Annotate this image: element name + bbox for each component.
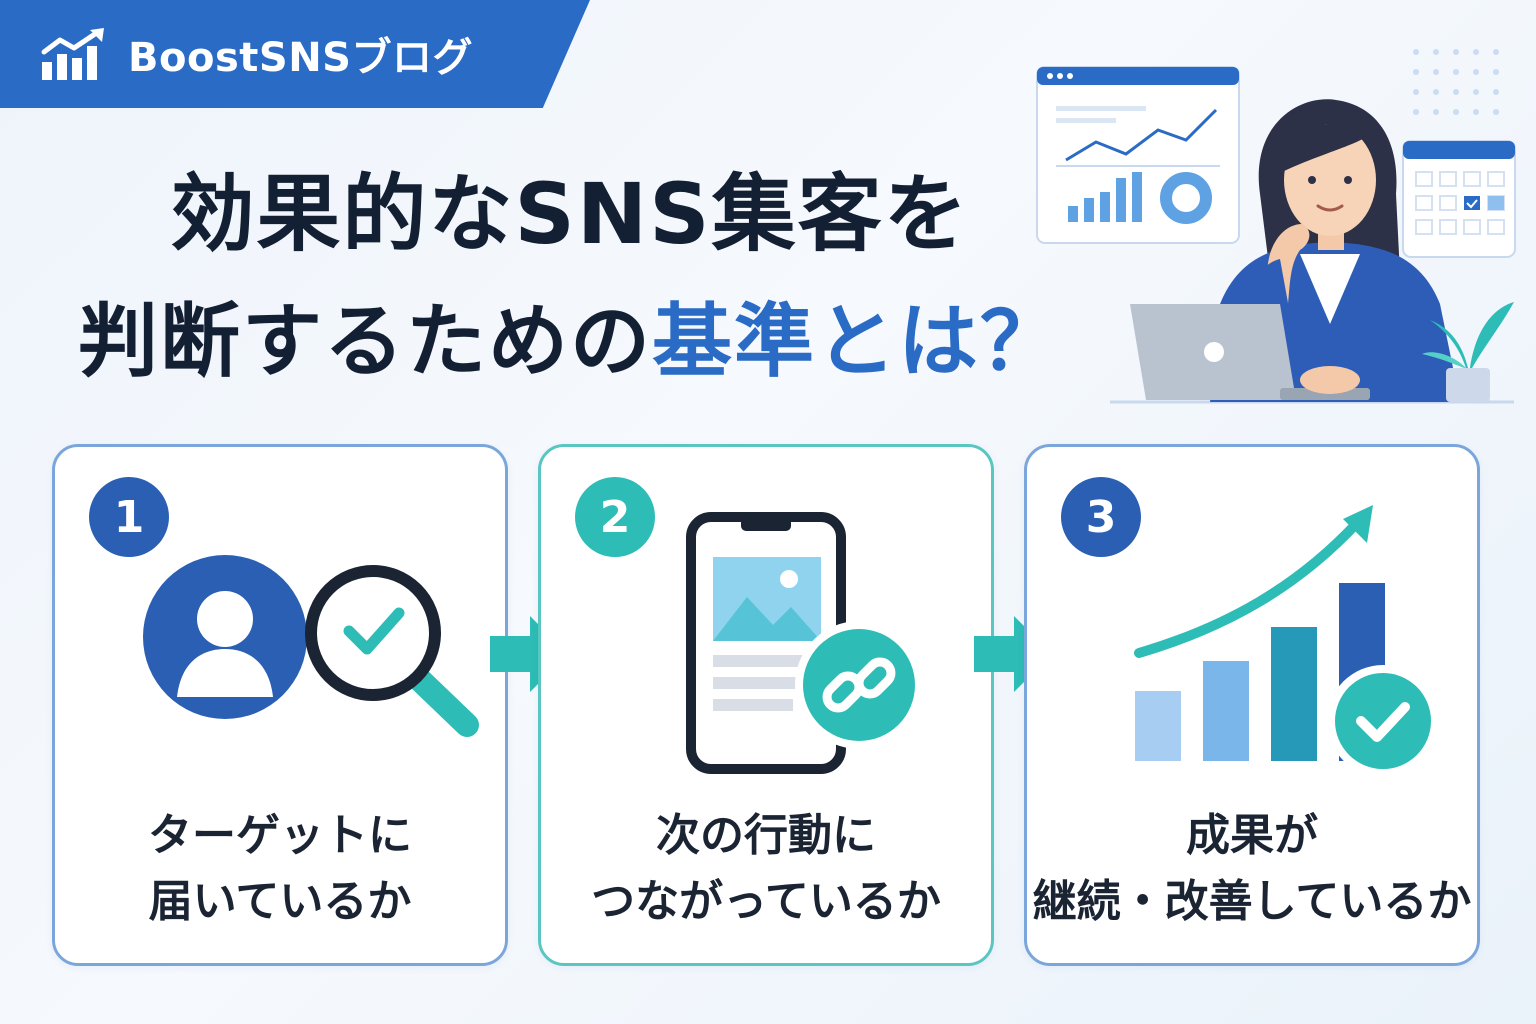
criteria-text-1: ターゲットに 届いているか bbox=[55, 803, 505, 935]
woman-laptop-illustration bbox=[1110, 99, 1514, 404]
criteria-text-3: 成果が 継続・改善しているか bbox=[1027, 803, 1477, 935]
headline-line-1: 効果的なSNS集客を bbox=[170, 165, 970, 263]
calendar-illustration bbox=[1402, 140, 1516, 258]
criteria-card-1: 1 ターゲットに 届いているか bbox=[52, 444, 508, 966]
brand-name: BoostSNSブログ bbox=[128, 35, 473, 81]
dashboard-window-illustration bbox=[1036, 66, 1240, 244]
growth-chart-icon bbox=[41, 28, 104, 80]
criteria-text-1-line-1: ターゲットに bbox=[148, 810, 412, 861]
criteria-text-1-line-2: 届いているか bbox=[148, 876, 412, 927]
brand-header: BoostSNSブログ bbox=[0, 0, 590, 108]
headline-line-2-main: 判断するための bbox=[78, 295, 652, 388]
criteria-card-2: 2 次の行動に つながっているか bbox=[538, 444, 994, 966]
criteria-text-3-line-2: 継続・改善しているか bbox=[1032, 876, 1472, 927]
criteria-text-2-line-1: 次の行動に bbox=[656, 810, 876, 861]
criteria-text-2-line-2: つながっているか bbox=[591, 876, 941, 927]
smartphone-link-icon bbox=[686, 512, 923, 774]
bar-chart-growth-check-icon bbox=[1134, 505, 1439, 777]
headline-line-2-accent: 基準とは？ bbox=[652, 295, 1062, 388]
dot-grid-decoration bbox=[1413, 49, 1499, 115]
criteria-text-2: 次の行動に つながっているか bbox=[541, 803, 991, 935]
headline-line-2: 判断するための基準とは？ bbox=[0, 292, 1140, 392]
step-badge-1: 1 bbox=[89, 477, 169, 557]
step-badge-3: 3 bbox=[1061, 477, 1141, 557]
criteria-card-3: 3 成果が 継続・改善しているか bbox=[1024, 444, 1480, 966]
step-badge-2: 2 bbox=[575, 477, 655, 557]
user-search-check-icon bbox=[143, 555, 479, 737]
criteria-text-3-line-1: 成果が bbox=[1186, 810, 1318, 861]
